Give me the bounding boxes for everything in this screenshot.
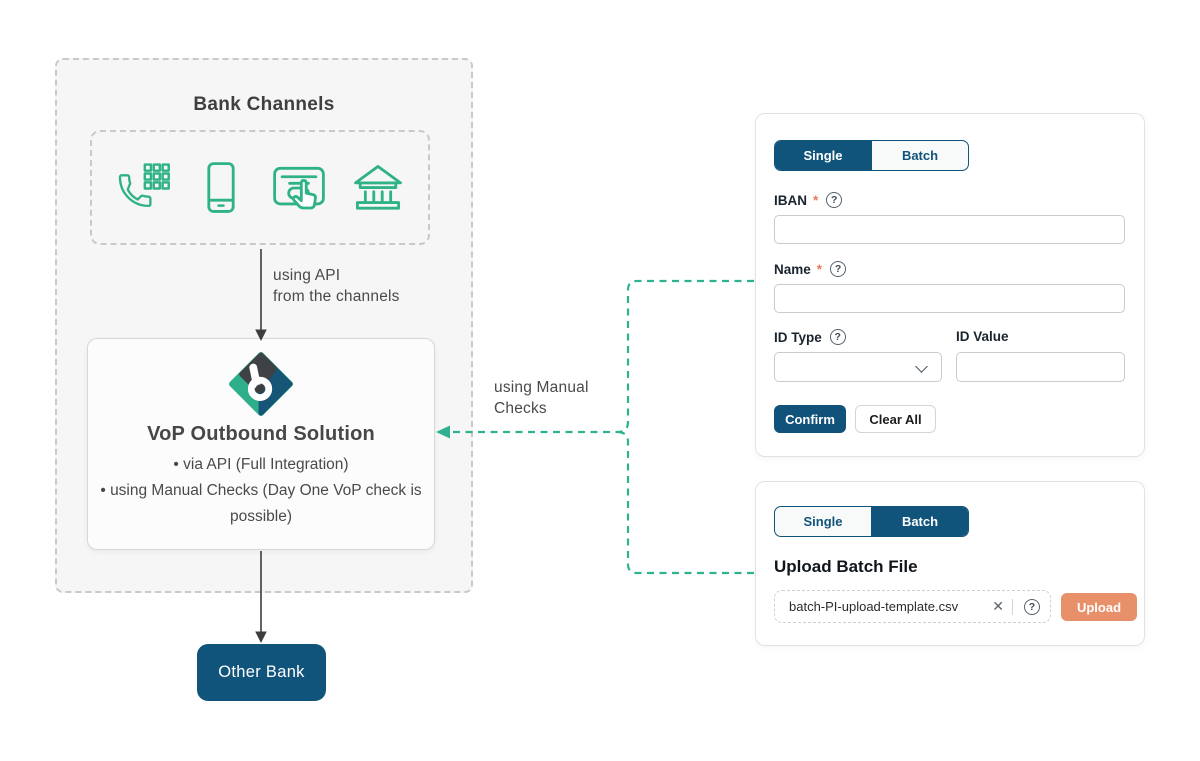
upload-button[interactable]: Upload [1061,593,1137,621]
other-bank-node: Other Bank [197,644,326,701]
vop-bullet-list: via API (Full Integration) using Manual … [96,452,426,530]
single-batch-tabs: Single Batch [774,506,969,537]
vop-bullet: via API (Full Integration) [96,452,426,478]
tab-single[interactable]: Single [803,514,843,529]
confirm-button[interactable]: Confirm [774,405,846,433]
online-banking-click-icon [273,166,326,209]
tab-batch[interactable]: Batch [871,141,968,170]
bank-building-icon [354,164,402,210]
channel-icons-box [90,130,430,245]
name-input[interactable] [774,284,1125,313]
name-label: Name * ? [774,261,847,277]
batch-file-name: batch-PI-upload-template.csv [789,599,959,614]
id-value-label: ID Value [956,329,1009,344]
upload-batch-heading: Upload Batch File [774,557,918,576]
iban-input[interactable] [774,215,1125,244]
iban-label: IBAN * ? [774,192,843,208]
required-marker: * [813,192,819,208]
batch-upload-panel: Single Batch Upload Batch File batch-PI-… [755,481,1145,646]
single-batch-tabs: Single Batch [774,140,969,171]
chevron-down-icon [915,360,928,373]
vop-outbound-box: VoP Outbound Solution via API (Full Inte… [87,338,435,550]
smartphone-icon [207,161,235,213]
tab-single[interactable]: Single [775,141,871,170]
name-help-icon[interactable]: ? [830,261,847,277]
tab-batch[interactable]: Batch [871,507,968,536]
id-type-label: ID Type ? [774,329,846,345]
id-value-input[interactable] [956,352,1125,382]
vop-bullet: using Manual Checks (Day One VoP check i… [96,478,426,530]
batch-file-field[interactable]: batch-PI-upload-template.csv ✕ ? [774,590,1051,623]
single-check-panel: Single Batch IBAN * ? Name * ? ID Type ?… [755,113,1145,457]
divider [1012,598,1013,615]
using-manual-checks-label: using Manual Checks [494,379,589,417]
using-api-label: using API from the channels [273,267,400,305]
vop-title: VoP Outbound Solution [147,423,375,445]
clear-all-button[interactable]: Clear All [855,405,936,433]
remove-file-icon[interactable]: ✕ [992,598,1004,614]
phone-keypad-icon [118,162,170,207]
bank-channels-title: Bank Channels [193,94,335,115]
id-type-select[interactable] [774,352,942,382]
vop-logo-icon [228,351,294,417]
id-type-help-icon[interactable]: ? [829,329,846,345]
iban-help-icon[interactable]: ? [826,192,843,208]
file-help-icon[interactable]: ? [1024,598,1040,615]
required-marker: * [816,261,823,277]
